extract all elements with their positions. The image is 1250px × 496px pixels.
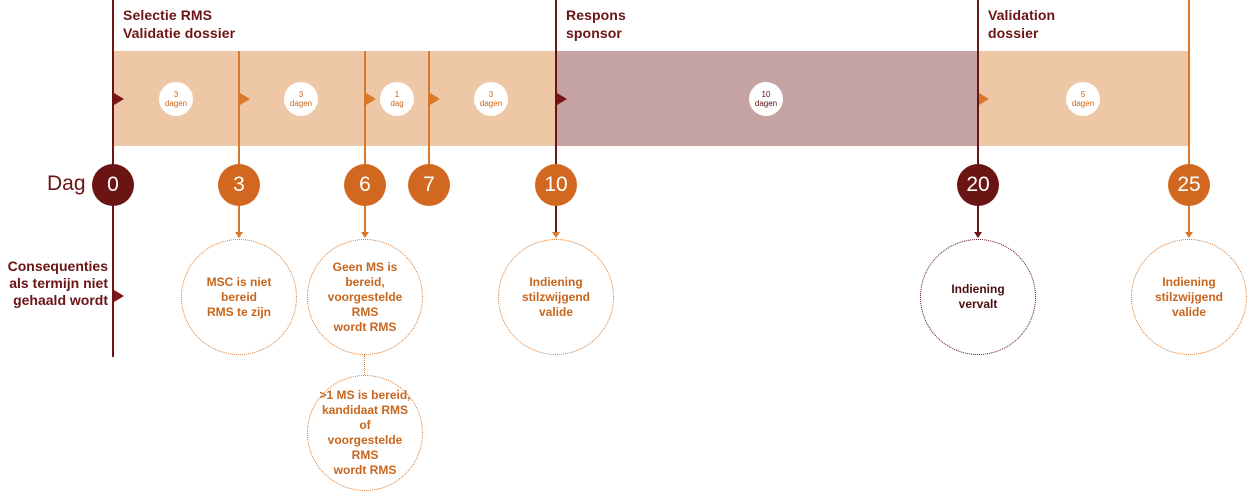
- consequence-line: Indiening: [529, 274, 583, 289]
- consequences-label: Consequenties als termijn niet gehaald w…: [0, 258, 108, 309]
- consequence-line: MSC is niet bereid: [206, 274, 272, 304]
- duration-badge: 3 dagen: [474, 82, 508, 116]
- consequence-day-20: Indiening vervalt: [920, 239, 1036, 355]
- consequence-line: RMS te zijn: [206, 304, 271, 319]
- consequence-day-10: Indiening stilzwijgend valide: [498, 239, 614, 355]
- duration-number: 3: [298, 90, 304, 99]
- day-marker-25: 25: [1168, 164, 1210, 206]
- consequence-day-6-alt: >1 MS is bereid, kandidaat RMS of voorge…: [307, 375, 423, 491]
- consequence-line: wordt RMS: [333, 319, 397, 334]
- phase-title-validation: Validation dossier: [988, 6, 1055, 42]
- arrow-marker-icon: [979, 93, 989, 105]
- timeline-line-day-10: [555, 0, 557, 233]
- phase-title-line: Validation: [988, 7, 1056, 23]
- phase-title-line: Selectie RMS: [123, 7, 213, 23]
- consequence-line: Indiening: [951, 282, 1005, 296]
- day-marker-3: 3: [218, 164, 260, 206]
- duration-number: 3: [488, 90, 494, 99]
- duration-unit: dag: [390, 99, 404, 108]
- consequence-line: voorgestelde RMS: [327, 433, 403, 462]
- arrow-down-icon: [1185, 232, 1193, 238]
- consequence-line: wordt RMS: [333, 463, 397, 477]
- day-marker-10: 10: [535, 164, 577, 206]
- arrow-marker-icon: [114, 290, 124, 302]
- duration-unit: dagen: [289, 99, 313, 108]
- duration-number: 1: [394, 90, 400, 99]
- consequence-line: stilzwijgend: [1154, 289, 1223, 304]
- connector-dotted: [364, 355, 365, 375]
- consequence-line: >1 MS is bereid,: [319, 388, 411, 402]
- duration-badge: 5 dagen: [1066, 82, 1100, 116]
- day-marker-6: 6: [344, 164, 386, 206]
- day-marker-7: 7: [408, 164, 450, 206]
- day-axis-label: Dag: [47, 172, 86, 195]
- timeline-line-day-25: [1188, 0, 1190, 233]
- day-marker-0: 0: [92, 164, 134, 206]
- arrow-down-icon: [235, 232, 243, 238]
- phase-title-line: Validatie dossier: [123, 25, 236, 41]
- arrow-down-icon: [361, 232, 369, 238]
- consequence-day-3: MSC is niet bereid RMS te zijn: [181, 239, 297, 355]
- consequence-line: voorgestelde RMS: [327, 289, 403, 319]
- consequences-label-line: gehaald wordt: [13, 292, 108, 308]
- duration-badge: 3 dagen: [159, 82, 193, 116]
- phase-title-line: dossier: [988, 25, 1039, 41]
- consequence-day-6: Geen MS is bereid, voorgestelde RMS word…: [307, 239, 423, 355]
- consequence-line: Indiening: [1162, 274, 1216, 289]
- arrow-down-icon: [552, 232, 560, 238]
- timeline-line-day-6: [364, 51, 366, 233]
- consequence-line: valide: [1171, 304, 1206, 319]
- duration-number: 5: [1080, 90, 1086, 99]
- duration-badge: 3 dagen: [284, 82, 318, 116]
- arrow-down-icon: [974, 232, 982, 238]
- duration-badge: 1 dag: [380, 82, 414, 116]
- arrow-marker-icon: [114, 93, 124, 105]
- phase-title-line: Respons: [566, 7, 626, 23]
- arrow-marker-icon: [366, 93, 376, 105]
- duration-unit: dagen: [754, 99, 778, 108]
- timeline-line-day-20: [977, 0, 979, 233]
- duration-badge: 10 dagen: [749, 82, 783, 116]
- phase-title-respons: Respons sponsor: [566, 6, 626, 42]
- consequence-line: valide: [538, 304, 573, 319]
- consequence-line: vervalt: [958, 297, 998, 311]
- day-marker-20: 20: [957, 164, 999, 206]
- consequences-label-line: Consequenties: [7, 258, 108, 274]
- consequence-day-25: Indiening stilzwijgend valide: [1131, 239, 1247, 355]
- consequences-label-line: als termijn niet: [9, 275, 108, 291]
- consequence-line: kandidaat RMS of: [321, 403, 408, 432]
- timeline-line-day-7: [428, 51, 430, 166]
- duration-unit: dagen: [479, 99, 503, 108]
- duration-unit: dagen: [164, 99, 188, 108]
- arrow-marker-icon: [430, 93, 440, 105]
- arrow-marker-icon: [557, 93, 567, 105]
- consequence-line: stilzwijgend: [521, 289, 590, 304]
- duration-unit: dagen: [1071, 99, 1095, 108]
- timeline-line-day-3: [238, 51, 240, 233]
- duration-number: 10: [761, 90, 771, 99]
- arrow-marker-icon: [240, 93, 250, 105]
- phase-title-line: sponsor: [566, 25, 622, 41]
- duration-number: 3: [173, 90, 179, 99]
- consequence-line: Geen MS is bereid,: [332, 259, 398, 289]
- phase-title-selectie: Selectie RMS Validatie dossier: [123, 6, 235, 42]
